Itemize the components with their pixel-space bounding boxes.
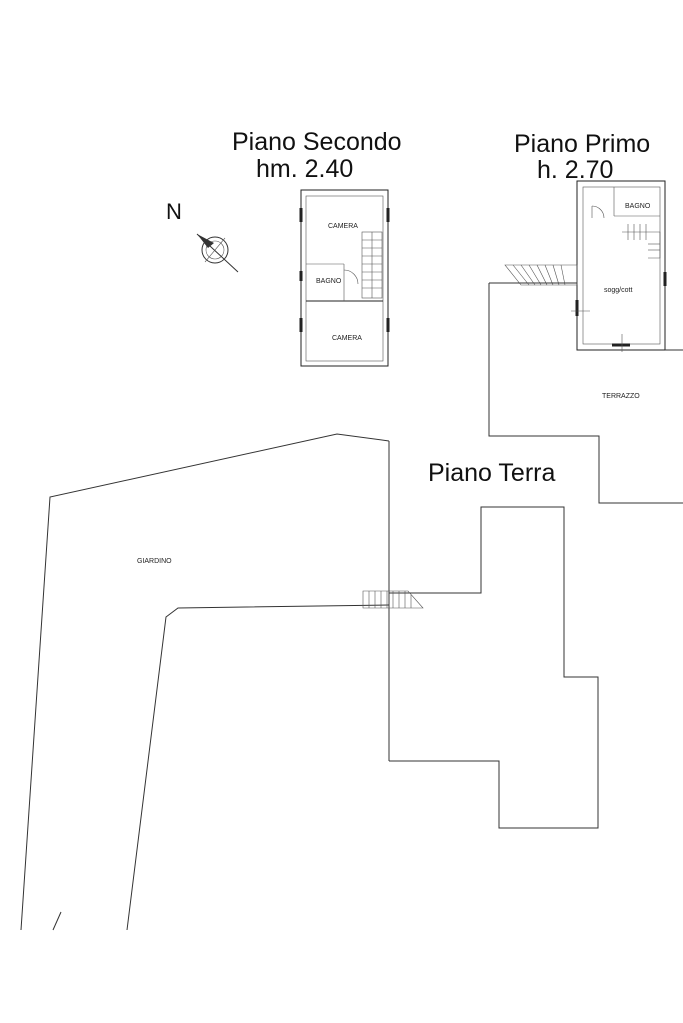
room-label-camera-bottom: CAMERA <box>332 335 362 342</box>
compass-label: N <box>166 199 182 224</box>
room-label-terrazzo: TERRAZZO <box>602 393 640 400</box>
stairs-icon <box>622 224 661 259</box>
stairs-icon <box>362 590 424 609</box>
room-label-camera-top: CAMERA <box>328 223 358 230</box>
ground-floor-title: Piano Terra <box>428 459 555 487</box>
first-floor-height: h. 2.70 <box>537 156 613 184</box>
room-label-bagno-first: BAGNO <box>625 203 651 210</box>
second-floor-height: hm. 2.40 <box>256 155 353 183</box>
ground-floor-plan: GIARDINO <box>20 433 599 931</box>
stairs-icon <box>361 231 383 299</box>
first-floor-title: Piano Primo <box>514 130 650 158</box>
room-label-giardino: GIARDINO <box>137 558 172 565</box>
second-floor-title: Piano Secondo <box>232 128 402 156</box>
first-floor-plan: BAGNO sogg/cott TERRAZZO <box>488 180 683 504</box>
room-label-soggiorno: sogg/cott <box>604 287 632 294</box>
north-arrow-icon: N <box>166 199 239 273</box>
stairs-icon <box>504 264 578 286</box>
second-floor-plan: CAMERA BAGNO CAMERA <box>299 189 390 367</box>
room-label-bagno-second: BAGNO <box>316 278 342 285</box>
